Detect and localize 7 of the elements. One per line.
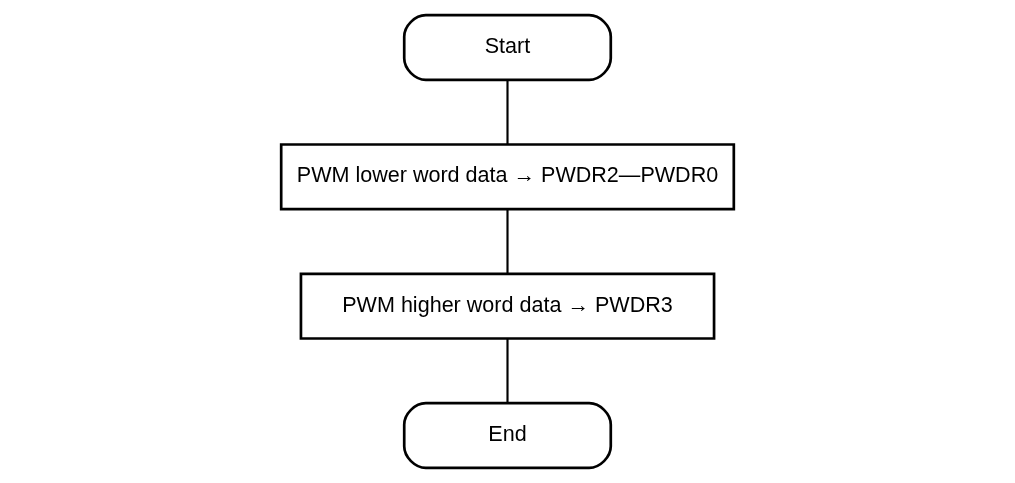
node-box: End	[402, 401, 613, 470]
connector	[506, 339, 509, 403]
node-box: PWM lower word data → PWDR2—PWDR0	[279, 143, 736, 211]
node-box: PWM higher word data → PWDR3	[299, 272, 716, 340]
connector	[506, 80, 509, 145]
connector	[506, 209, 509, 274]
node-box: Start	[402, 13, 613, 82]
